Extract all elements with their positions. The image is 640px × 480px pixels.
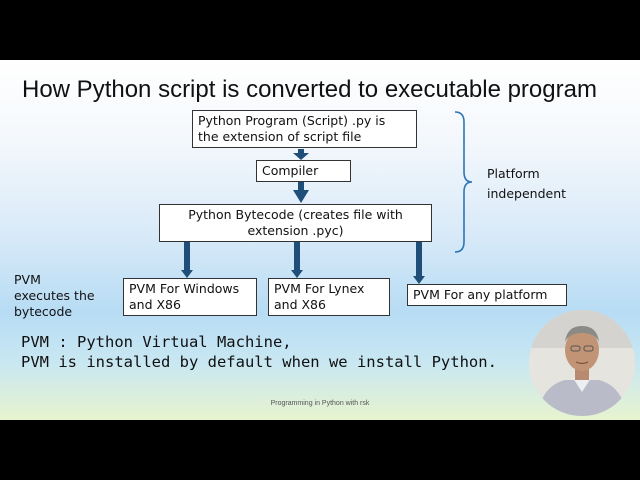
- compiler-box: Compiler: [256, 160, 351, 182]
- pvm-note-line2: executes the: [14, 288, 95, 303]
- arrow-script-to-compiler: [298, 149, 304, 154]
- pvm-windows-box: PVM For Windows and X86: [123, 278, 257, 316]
- definition-line2: PVM is installed by default when we inst…: [21, 353, 497, 371]
- platform-brace: [454, 111, 473, 253]
- pvm-windows-line1: PVM For Windows: [129, 281, 240, 296]
- arrow-to-pvm-lynex: [294, 241, 300, 271]
- definition-line1: PVM : Python Virtual Machine,: [21, 333, 292, 351]
- bytecode-box-line2: extension .pyc): [247, 223, 344, 238]
- pvm-lynex-line2: and X86: [274, 297, 326, 312]
- script-box-line2: the extension of script file: [198, 129, 362, 144]
- pvm-any-label: PVM For any platform: [413, 287, 548, 302]
- pvm-any-box: PVM For any platform: [407, 284, 567, 306]
- pvm-lynex-line1: PVM For Lynex: [274, 281, 365, 296]
- flow-arrows: [181, 111, 473, 284]
- arrow-to-pvm-windows: [184, 241, 190, 271]
- compiler-label: Compiler: [262, 163, 319, 178]
- slide-title: How Python script is converted to execut…: [22, 76, 597, 103]
- pvm-lynex-box: PVM For Lynex and X86: [268, 278, 390, 316]
- script-box: Python Program (Script) .py is the exten…: [192, 110, 417, 148]
- bytecode-box: Python Bytecode (creates file with exten…: [159, 204, 432, 242]
- pvm-note-line3: bytecode: [14, 304, 73, 319]
- platform-independent-note: Platform independent: [487, 164, 566, 204]
- script-box-line1: Python Program (Script) .py is: [198, 113, 386, 128]
- bytecode-box-line1: Python Bytecode (creates file with: [188, 207, 403, 222]
- pvm-windows-line2: and X86: [129, 297, 181, 312]
- pvm-executes-note: PVM executes the bytecode: [14, 272, 95, 320]
- slide-footer: Programming in Python with rsk: [270, 400, 370, 407]
- slide: How Python script is converted to execut…: [0, 60, 640, 420]
- arrow-to-pvm-any: [416, 241, 422, 277]
- platform-note-line1: Platform: [487, 166, 540, 181]
- platform-note-line2: independent: [487, 186, 567, 201]
- presenter-avatar: [529, 310, 635, 416]
- pvm-definition: PVM : Python Virtual Machine, PVM is ins…: [21, 332, 497, 372]
- pvm-note-line1: PVM: [14, 272, 41, 287]
- arrow-compiler-to-bytecode: [298, 181, 304, 191]
